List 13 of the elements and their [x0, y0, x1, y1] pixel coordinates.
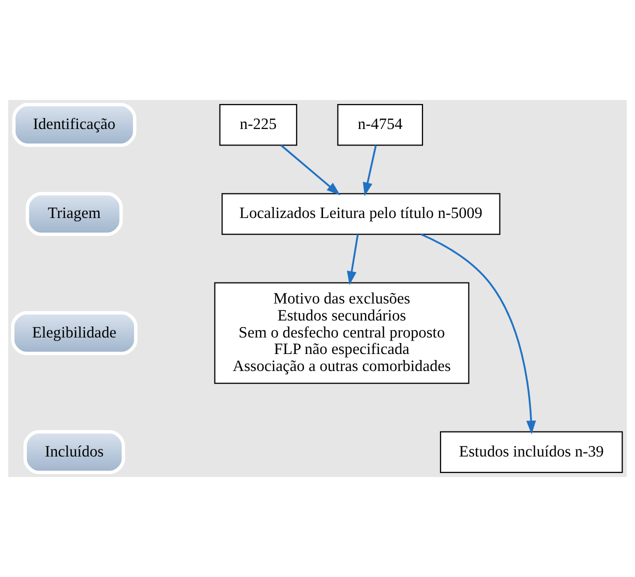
arrow [420, 234, 536, 434]
node-box: Elegibilidade [11, 311, 138, 356]
node-box: Triagem [26, 192, 123, 236]
node-box: Localizados Leitura pelo título n-5009 [222, 193, 500, 235]
node-box: Incluídos [23, 430, 126, 474]
node-box: n-4754 [337, 104, 424, 146]
node-box: n-225 [219, 104, 298, 146]
arrow [280, 144, 340, 196]
node-box: Motivo das exclusões Estudos secundários Sem o desfecho central proposto FLP não especificada Associação a outras comorbidades [214, 282, 470, 384]
arrow [362, 145, 377, 196]
arrow [346, 234, 359, 286]
node-box: Estudos incluídos n-39 [440, 431, 623, 474]
node-box: Identificação [12, 102, 136, 147]
